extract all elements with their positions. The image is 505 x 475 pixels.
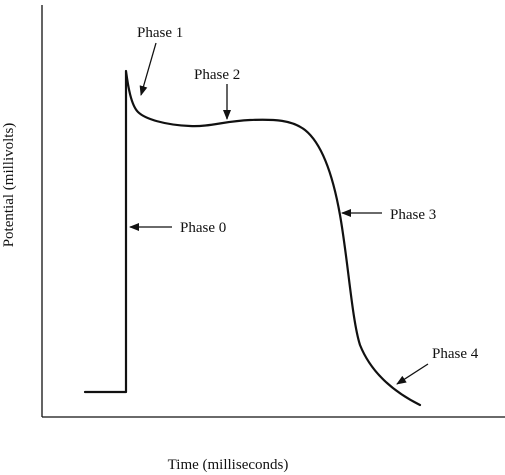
x-axis-label: Time (milliseconds) <box>168 457 289 473</box>
phase-3-label: Phase 3 <box>390 207 436 223</box>
phase-2-label: Phase 2 <box>194 67 240 83</box>
phase-1-arrow <box>139 42 157 96</box>
phase-4-label: Phase 4 <box>432 346 479 362</box>
action-potential-curve <box>83 69 422 407</box>
y-axis-label: Potential (millivolts) <box>1 123 17 248</box>
phase-0-label: Phase 0 <box>180 220 226 236</box>
phase-1-label: Phase 1 <box>137 25 183 41</box>
phase-4-arrow <box>396 363 429 385</box>
